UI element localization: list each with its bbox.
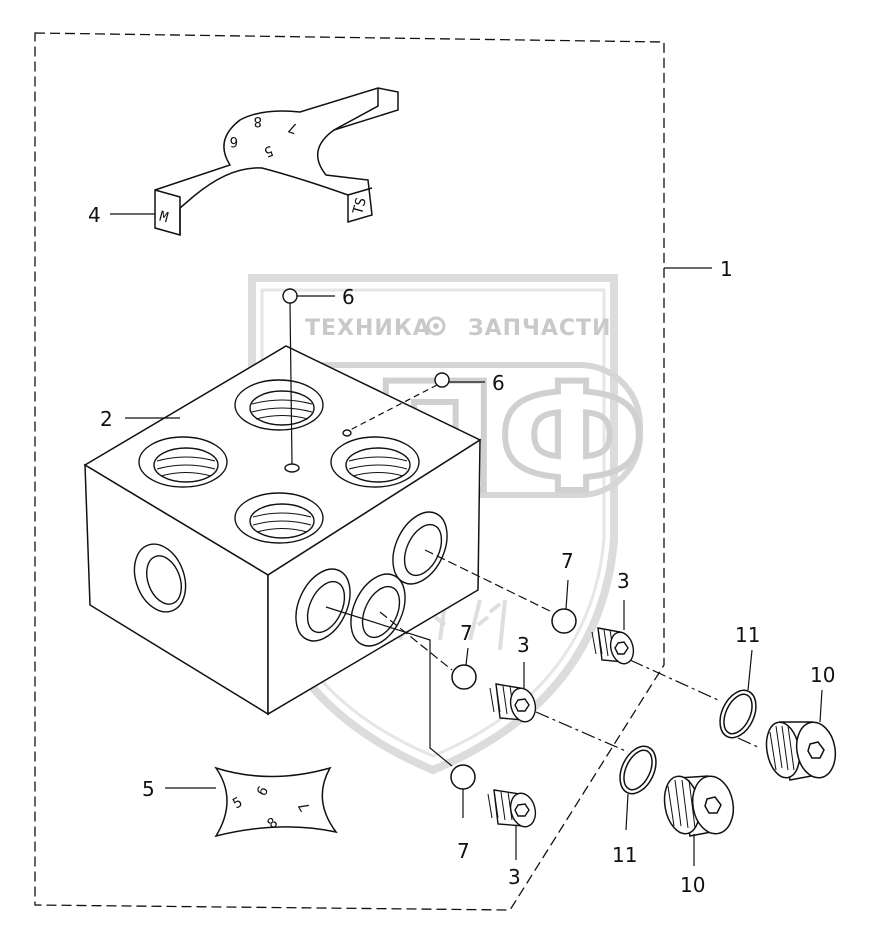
orifice-side [349, 372, 485, 431]
callout-plug-lower: 3 [508, 865, 521, 889]
cap-upper [765, 689, 837, 781]
callout-ball-lower: 7 [457, 839, 470, 863]
port-top-left [138, 436, 228, 488]
tag-sticker [214, 766, 338, 838]
port-side-upper [392, 511, 448, 585]
callout-plug-upper: 3 [617, 569, 630, 593]
callout-tag-template: 4 [88, 203, 101, 227]
callout-cap-lower: 10 [680, 873, 705, 897]
top-ports [138, 379, 420, 544]
port-top-right [330, 436, 420, 488]
orifice-top [282, 288, 335, 465]
plug-upper [591, 600, 719, 701]
callout-ball-middle: 7 [460, 621, 473, 645]
callout-body: 2 [100, 407, 113, 431]
callout-orifice-top: 6 [342, 285, 355, 309]
callout-oring-lower: 11 [612, 843, 637, 867]
orifice-hole-side [342, 429, 352, 437]
check-ball-upper [424, 549, 577, 634]
port-side-left [133, 543, 187, 613]
callout-plug-middle: 3 [517, 633, 530, 657]
watermark-text-left: ТЕХНИКА [305, 316, 431, 341]
plug-middle [489, 662, 629, 753]
tag-mark-ts: TS [350, 196, 370, 216]
gear-icon [426, 316, 446, 336]
cap-lower [663, 775, 735, 866]
callout-oring-upper: 11 [735, 623, 760, 647]
plug-lower [487, 789, 537, 860]
check-ball-lower [325, 606, 476, 818]
tag-mark-m: M [158, 209, 170, 227]
tag-mark-8: 8 [254, 113, 262, 129]
watermark-text-right: ЗАПЧАСТИ [468, 316, 611, 341]
valve-body-right-face [267, 438, 481, 716]
callout-assembly: 1 [720, 257, 733, 281]
tag-template [154, 87, 399, 236]
callout-tag-sticker: 5 [142, 777, 155, 801]
assembly-boundary [34, 32, 665, 911]
callout-orifice-side: 6 [492, 371, 505, 395]
callout-ball-upper: 7 [561, 549, 574, 573]
port-top-back [234, 379, 324, 431]
check-ball-middle [379, 611, 477, 690]
tag-mark-6: 6 [230, 133, 238, 149]
oring-upper [719, 649, 761, 749]
port-top-front [234, 492, 324, 544]
oring-lower [619, 745, 657, 831]
callout-cap-upper: 10 [810, 663, 835, 687]
orifice-hole-top [284, 463, 300, 473]
